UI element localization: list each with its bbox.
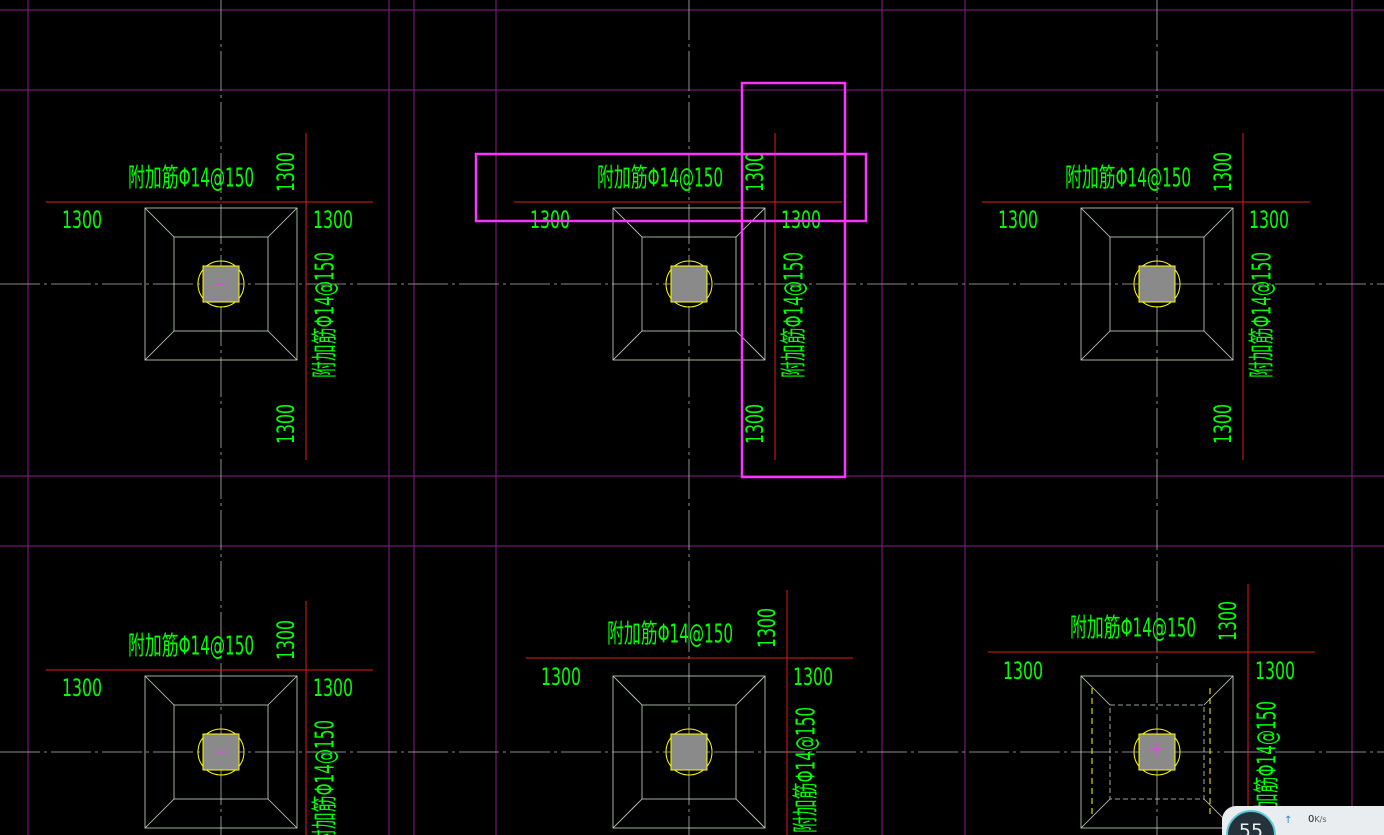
dimension-label-vertical: 1300	[272, 404, 300, 444]
dimension-label: 1300	[62, 206, 102, 234]
rebar-label-horizontal: 附加筋Φ14@150	[128, 164, 254, 194]
footing-slope-line	[267, 798, 298, 829]
footing-slope-line	[612, 675, 643, 706]
footing-slope-line	[1080, 207, 1111, 238]
footing-slope-line	[612, 330, 643, 361]
network-speed-widget[interactable]: 55 ↑ 0K/s	[1222, 806, 1384, 835]
footing-slope-line	[1080, 798, 1111, 829]
column-circle	[1133, 728, 1181, 776]
rebar-label-vertical: 附加筋Φ14@150	[1248, 252, 1278, 378]
footing-slope-line	[144, 207, 175, 238]
dimension-label: 1300	[1255, 657, 1295, 685]
rebar-label-vertical: 附加筋Φ14@150	[311, 252, 341, 378]
footing-slope-line	[1203, 330, 1234, 361]
dimension-label-vertical: 1300	[1209, 404, 1237, 444]
dimension-label: 1300	[313, 674, 353, 702]
footing: 附加筋Φ14@150 附加筋Φ14@150 1300 1300 1300 1300	[982, 133, 1310, 460]
footing-outer-outline	[144, 675, 298, 829]
footing-slope-line	[1203, 207, 1234, 238]
rebar-label-vertical: 附加筋Φ14@150	[311, 720, 341, 835]
column-circle	[197, 260, 245, 308]
dimension-label: 1300	[998, 206, 1038, 234]
footing-slope-line	[1080, 330, 1111, 361]
speed-readout: 0K/s	[1308, 814, 1326, 825]
footing-inner-outline	[173, 704, 269, 800]
rebar-label-horizontal: 附加筋Φ14@150	[1070, 614, 1196, 644]
footing-inner-outline	[641, 236, 737, 332]
footing-outer-outline	[612, 675, 766, 829]
footing-outer-outline	[612, 207, 766, 361]
column-circle	[665, 260, 713, 308]
footing-slope-line	[144, 330, 175, 361]
footing-slope-line	[612, 207, 643, 238]
dimension-label-vertical: 1300	[1209, 152, 1237, 192]
dimension-label: 1300	[313, 206, 353, 234]
rebar-label-vertical: 附加筋Φ14@150	[780, 252, 810, 378]
footing-outer-outline	[1080, 675, 1234, 829]
dimension-label-vertical: 1300	[272, 152, 300, 192]
dimension-label: 1300	[793, 663, 833, 691]
footing-slope-line	[735, 675, 766, 706]
column-circle	[665, 728, 713, 776]
footing: 附加筋Φ14@150 附加筋Φ14@150 1300 1300 1300	[526, 590, 853, 835]
footing-outer-outline	[1080, 207, 1234, 361]
footing-inner-outline	[641, 704, 737, 800]
footing-slope-line	[1080, 675, 1111, 706]
footing-inner-outline	[1109, 704, 1205, 800]
speed-value: 0	[1308, 814, 1315, 825]
footing-slope-line	[1203, 675, 1234, 706]
dimension-label-vertical: 1300	[741, 404, 769, 444]
footing: 附加筋Φ14@150 附加筋Φ14@150 1300 1300 1300	[46, 601, 373, 835]
speed-gauge: 55	[1226, 810, 1276, 835]
rebar-label-horizontal: 附加筋Φ14@150	[597, 164, 723, 194]
highlight-box-horizontal	[474, 152, 868, 223]
dimension-label: 1300	[1003, 657, 1043, 685]
footing-inner-outline	[173, 236, 269, 332]
footing-slope-line	[144, 798, 175, 829]
upload-arrow-icon: ↑	[1284, 815, 1293, 826]
selection-highlights	[474, 81, 868, 479]
column-circle	[197, 728, 245, 776]
footing-inner-outline	[1109, 236, 1205, 332]
footing-slope-line	[735, 798, 766, 829]
footing-outer-outline	[144, 207, 298, 361]
column-square	[1138, 265, 1176, 303]
dimension-label: 1300	[541, 663, 581, 691]
footing-slope-line	[144, 675, 175, 706]
footing-slope-line	[267, 675, 298, 706]
dimension-label-vertical: 1300	[1214, 601, 1242, 641]
dimension-label: 1300	[1249, 206, 1289, 234]
dimension-label-vertical: 1300	[272, 620, 300, 660]
rebar-label-horizontal: 附加筋Φ14@150	[128, 632, 254, 662]
dimension-label: 1300	[62, 674, 102, 702]
rebar-label-vertical: 附加筋Φ14@150	[792, 707, 822, 833]
rebar-label-horizontal: 附加筋Φ14@150	[1065, 164, 1191, 194]
footing: 附加筋Φ14@150 附加筋Φ14@150 1300 1300 1300 1300	[46, 133, 373, 460]
footing-slope-line	[267, 207, 298, 238]
rebar-label-horizontal: 附加筋Φ14@150	[607, 620, 733, 650]
footing-slope-line	[267, 330, 298, 361]
highlight-box-vertical	[740, 81, 847, 479]
dimension-label-vertical: 1300	[741, 152, 769, 192]
column-square	[670, 265, 708, 303]
column-square	[670, 733, 708, 771]
speed-unit: K/s	[1314, 815, 1327, 824]
column-circle	[1133, 260, 1181, 308]
dimension-label-vertical: 1300	[753, 608, 781, 648]
footing-slope-line	[612, 798, 643, 829]
